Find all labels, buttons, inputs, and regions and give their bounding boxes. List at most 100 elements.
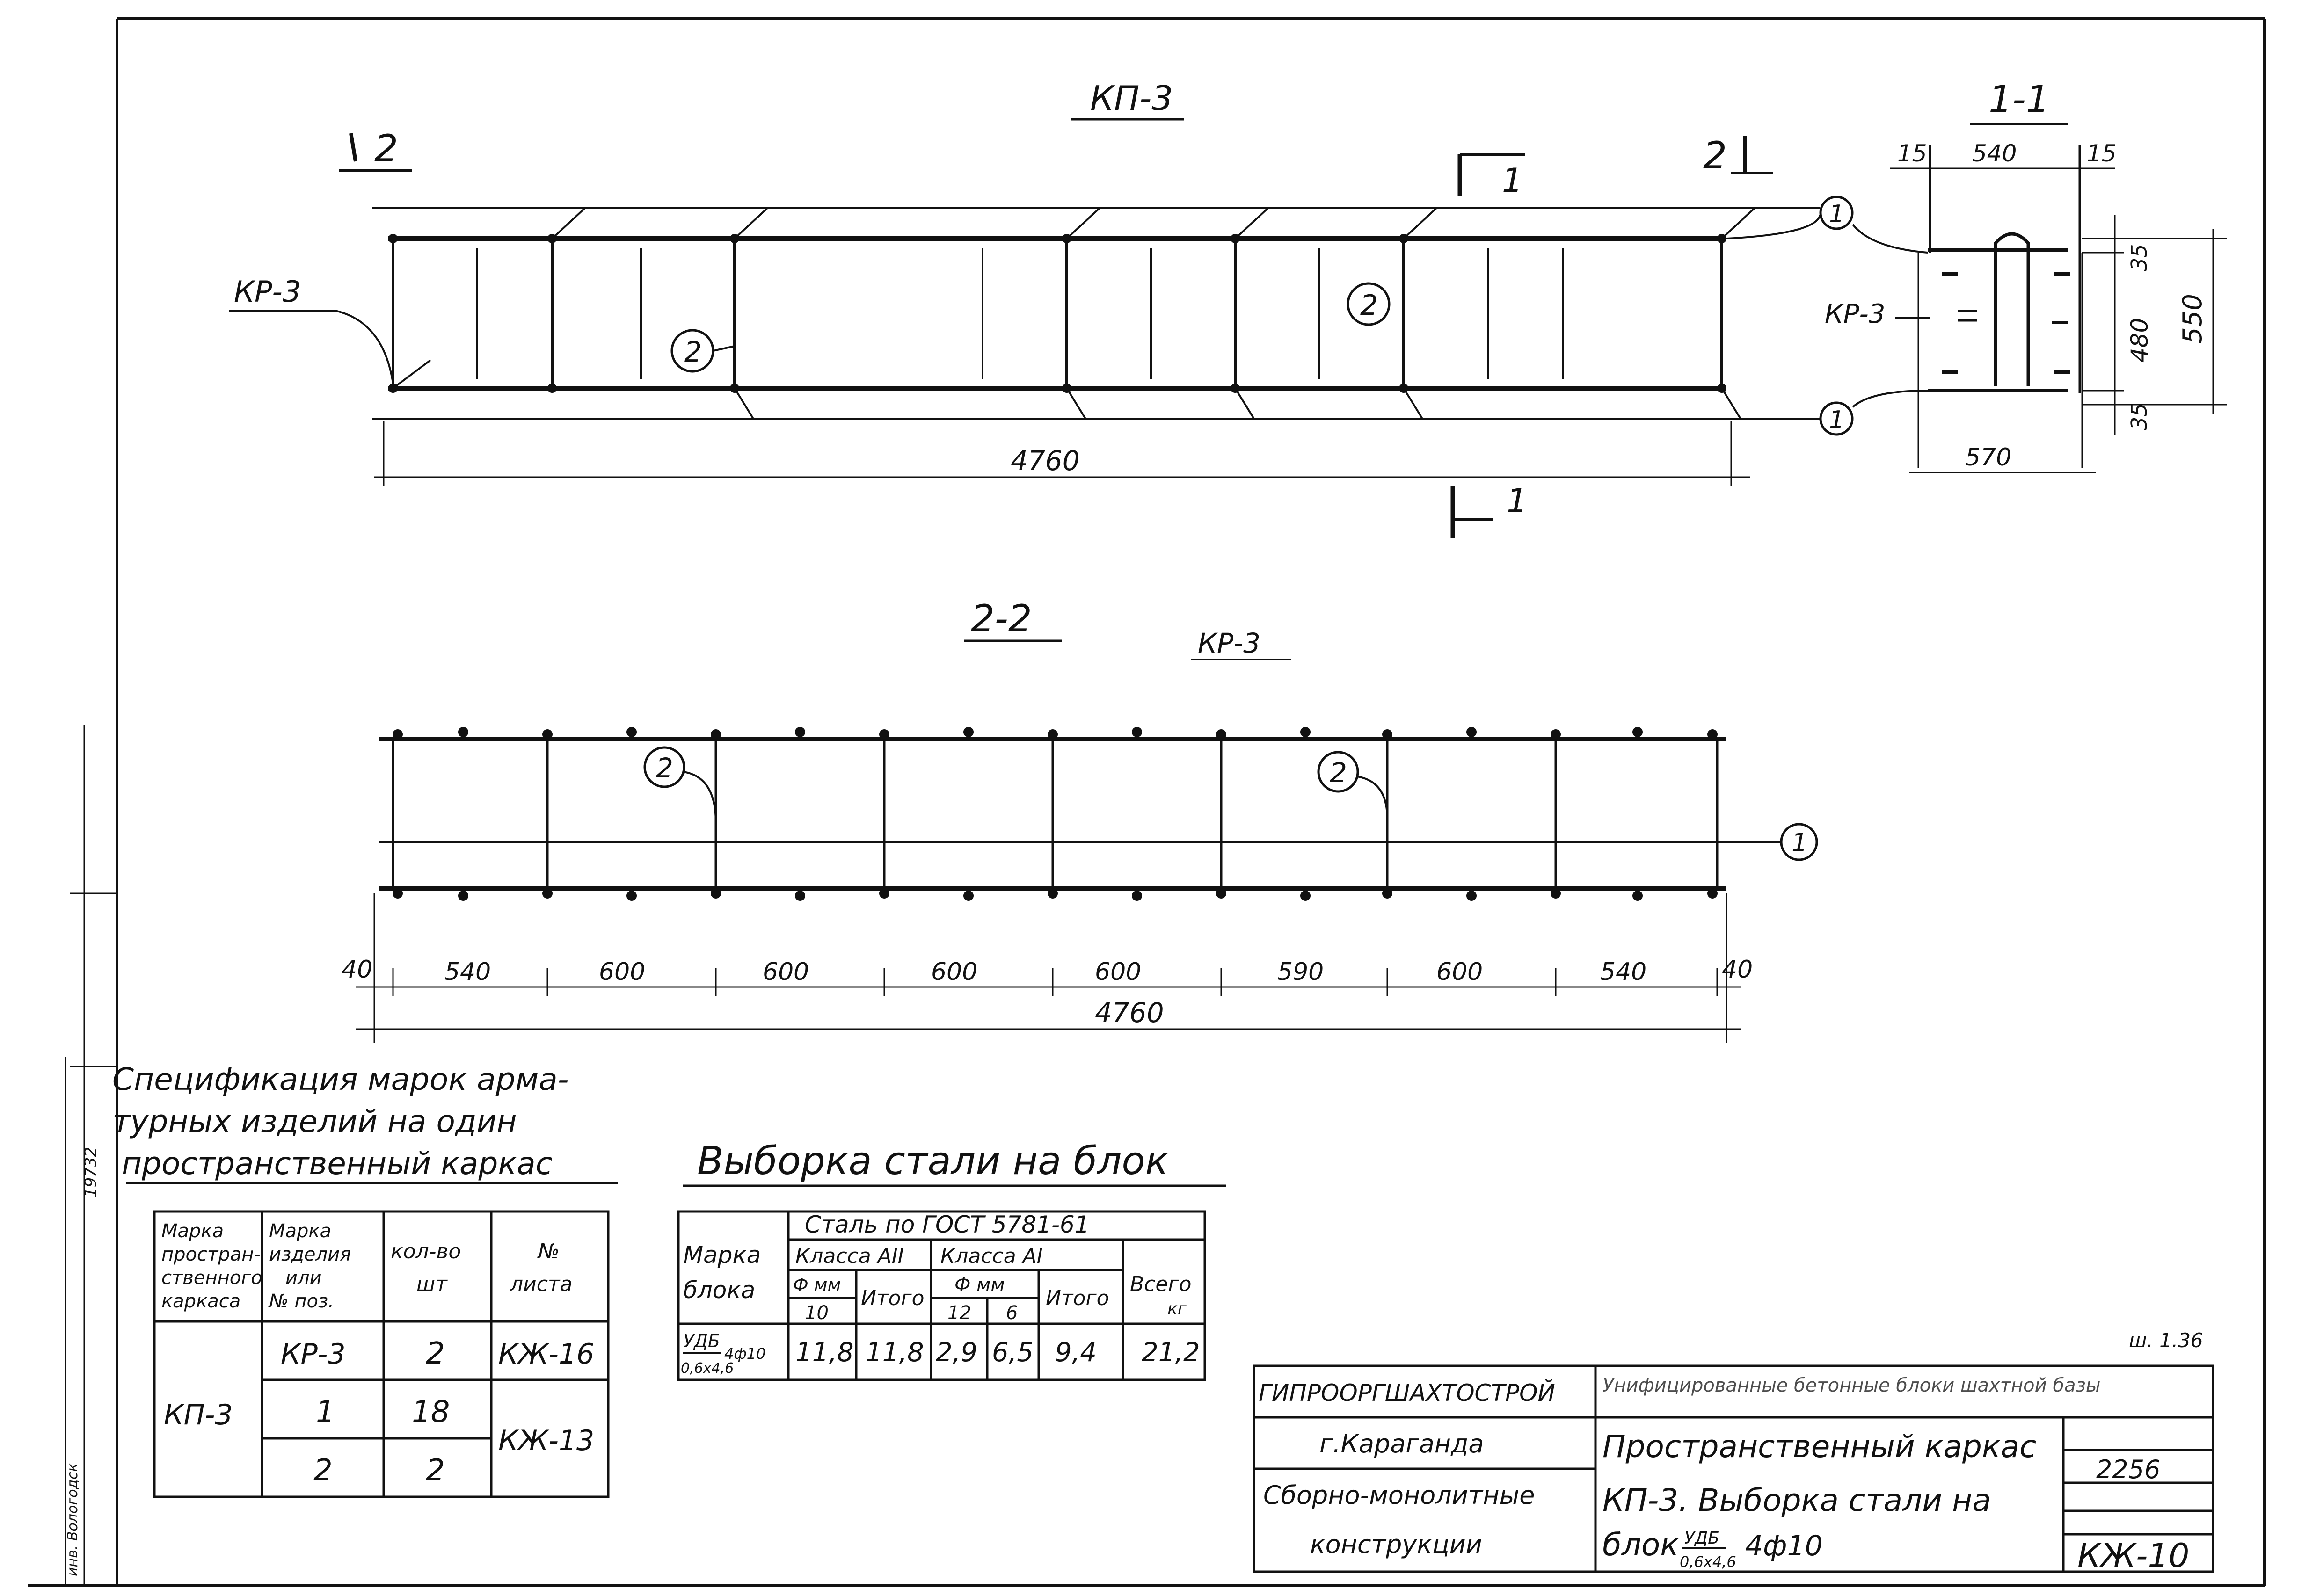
steel-row-grand: 21,2	[1142, 1337, 1200, 1368]
steel-row-a1-total: 9,4	[1055, 1337, 1097, 1368]
section-2-2: 2-2 КР-3	[342, 597, 1818, 1043]
section-2-2-subtitle: КР-3	[1198, 627, 1260, 659]
section-2-2-pos-1	[1780, 823, 1818, 861]
section-1-1-dim-35-top: 35	[2127, 244, 2152, 271]
title-block-project: Унифицированные бетонные блоки шахтной б…	[1602, 1375, 2100, 1396]
elevation-stirrups	[476, 239, 1564, 388]
title-block-sheet-title-3: блок	[1602, 1527, 1679, 1563]
steel-header-grand-2: кг	[1167, 1299, 1187, 1319]
spec-frame-cell: КП-3	[164, 1399, 233, 1431]
section-2-2-dim-1: 540	[444, 958, 491, 986]
spec-row-1-sheet: КЖ-16	[498, 1338, 594, 1371]
section-2-2-pos-2-right-label: 2	[1330, 757, 1347, 789]
spec-title-line-2: турных изделий на один	[112, 1103, 517, 1139]
section-mark-left-label: 2	[374, 127, 398, 170]
title-block-block-bottom: 0,6х4,6	[1680, 1553, 1736, 1571]
section-1-1-dim-480: 480	[2126, 318, 2153, 363]
steel-header-mark-2: блока	[683, 1277, 755, 1304]
title-block-block-top: УДБ	[1684, 1529, 1719, 1548]
section-1-1-dim-top: 540	[1972, 140, 2017, 167]
section-1-1-dim-left: 15	[1897, 140, 1927, 167]
margin-vertical-note: инв. Вологодск	[65, 1463, 81, 1576]
section-2-2-dim-0: 40	[342, 956, 372, 984]
margin-inv-number: 19732	[81, 1147, 100, 1197]
elevation-pos-2-right	[1347, 282, 1391, 326]
spec-header-frame-4: каркаса	[161, 1291, 240, 1312]
spec-header-frame-2: простран-	[161, 1244, 261, 1265]
elevation-pos-2-right-label: 2	[1360, 289, 1378, 322]
spec-row-1-item: КР-3	[281, 1338, 346, 1371]
elevation-length-dim: 4760	[1011, 445, 1080, 477]
steel-header-a1-total: Итого	[1046, 1286, 1109, 1310]
section-2-2-dim-9: 40	[1722, 956, 1753, 984]
elevation-pos-1-top-label: 1	[1829, 200, 1844, 228]
section-mark-top-label: 1	[1502, 161, 1523, 200]
spec-header-item-1: Марка	[269, 1220, 331, 1242]
steel-row-a2-10: 11,8	[795, 1337, 854, 1368]
steel-row-mark-suffix: 4ф10	[724, 1345, 765, 1363]
section-mark-bottom-label: 1	[1507, 482, 1528, 520]
sheet-frame: 19732 инв. Вологодск	[28, 17, 2266, 1587]
steel-header-a1-dia: Ф мм	[954, 1274, 1005, 1296]
spec-header-sheet-1: №	[537, 1240, 560, 1263]
title-block-sheet-title-1: Пространственный каркас	[1602, 1429, 2036, 1465]
elevation-pos-2-left-label: 2	[684, 336, 702, 369]
title-block-category-1: Сборно-монолитные	[1263, 1480, 1535, 1510]
steel-row-a1-12: 2,9	[936, 1337, 977, 1368]
steel-header-a2-10: 10	[805, 1302, 829, 1324]
elevation-pos-1-top	[1819, 196, 1854, 230]
elevation-pos-1-bottom-label: 1	[1829, 406, 1844, 434]
section-1-1-dim-bottom: 570	[1965, 443, 2011, 472]
spec-row-3-item: 2	[313, 1453, 333, 1488]
section-2-2-dim-7: 600	[1436, 958, 1483, 986]
steel-row-a1-6: 6,5	[992, 1337, 1034, 1368]
steel-row-a2-total: 11,8	[866, 1337, 924, 1368]
title-block-block-suffix: 4ф10	[1745, 1530, 1823, 1562]
steel-header-a1-6: 6	[1006, 1302, 1018, 1324]
spec-table: Спецификация марок арма- турных изделий …	[112, 1061, 618, 1498]
section-2-2-bar-dots	[393, 727, 1718, 901]
steel-header-mark-1: Марка	[683, 1241, 761, 1269]
elevation-ticks	[392, 207, 1755, 420]
section-2-2-dim-4: 600	[931, 958, 977, 986]
spec-header-qty-1: кол-во	[391, 1240, 461, 1263]
spec-row-2-qty: 18	[412, 1395, 450, 1429]
spec-row-2-sheet: КЖ-13	[498, 1424, 594, 1457]
spec-header-item-4: № поз.	[268, 1291, 334, 1312]
spec-row-3-qty: 2	[426, 1453, 445, 1488]
section-2-2-pos-2-right	[1317, 751, 1359, 793]
title-block-sheet-number: КЖ-10	[2077, 1537, 2189, 1575]
steel-table: Выборка стали на блок Сталь по ГОСТ 5781…	[677, 1139, 1226, 1381]
section-2-2-pos-1-label: 1	[1792, 828, 1807, 857]
section-2-2-pos-2-left	[643, 746, 685, 788]
steel-header-grand-1: Всего	[1130, 1272, 1191, 1296]
section-1-1-dim-right: 15	[2087, 140, 2117, 167]
section-2-2-dim-2: 600	[599, 958, 645, 986]
spec-row-2-item: 1	[316, 1395, 335, 1429]
spec-header-frame-1: Марка	[161, 1220, 224, 1242]
section-2-2-dim-3: 600	[763, 958, 809, 986]
title-block: ш. 1.36 ГИПРООРГШАХТОСТРОЙ г.Караганда С…	[1253, 1329, 2214, 1575]
steel-row-mark-bottom: 0,6х4,6	[681, 1360, 734, 1377]
title-block-code: 2256	[2096, 1455, 2160, 1484]
spec-header-item-3: или	[285, 1267, 322, 1289]
steel-header-a1-12: 12	[947, 1302, 971, 1324]
section-2-2-dim-6: 590	[1277, 958, 1324, 986]
title-block-sheet-title-2: КП-3. Выборка стали на	[1602, 1482, 1991, 1518]
steel-header-a2-dia: Ф мм	[793, 1275, 841, 1295]
spec-title-line-3: пространственный каркас	[122, 1146, 553, 1182]
section-1-1: 1-1 15 540 15 35 480 550 35 570 КР	[1825, 78, 2227, 473]
spec-header-frame-3: ственного	[161, 1267, 262, 1289]
section-1-1-dim-35-bottom: 35	[2127, 403, 2152, 430]
elevation-pos-1-bottom	[1819, 401, 1854, 436]
elevation-kr3-label: КР-3	[234, 275, 301, 309]
elevation-title: КП-3	[1090, 79, 1173, 118]
spec-title-line-1: Спецификация марок арма-	[112, 1061, 569, 1097]
title-block-sheet-note: ш. 1.36	[2129, 1329, 2203, 1352]
spec-header-item-2: изделия	[269, 1244, 351, 1265]
section-2-2-dim-8: 540	[1600, 958, 1646, 986]
steel-header-steel: Сталь по ГОСТ 5781-61	[805, 1211, 1090, 1238]
section-1-1-dim-550: 550	[2178, 294, 2208, 344]
spec-row-1-qty: 2	[426, 1336, 445, 1371]
section-2-2-dim-total: 4760	[1095, 997, 1164, 1029]
